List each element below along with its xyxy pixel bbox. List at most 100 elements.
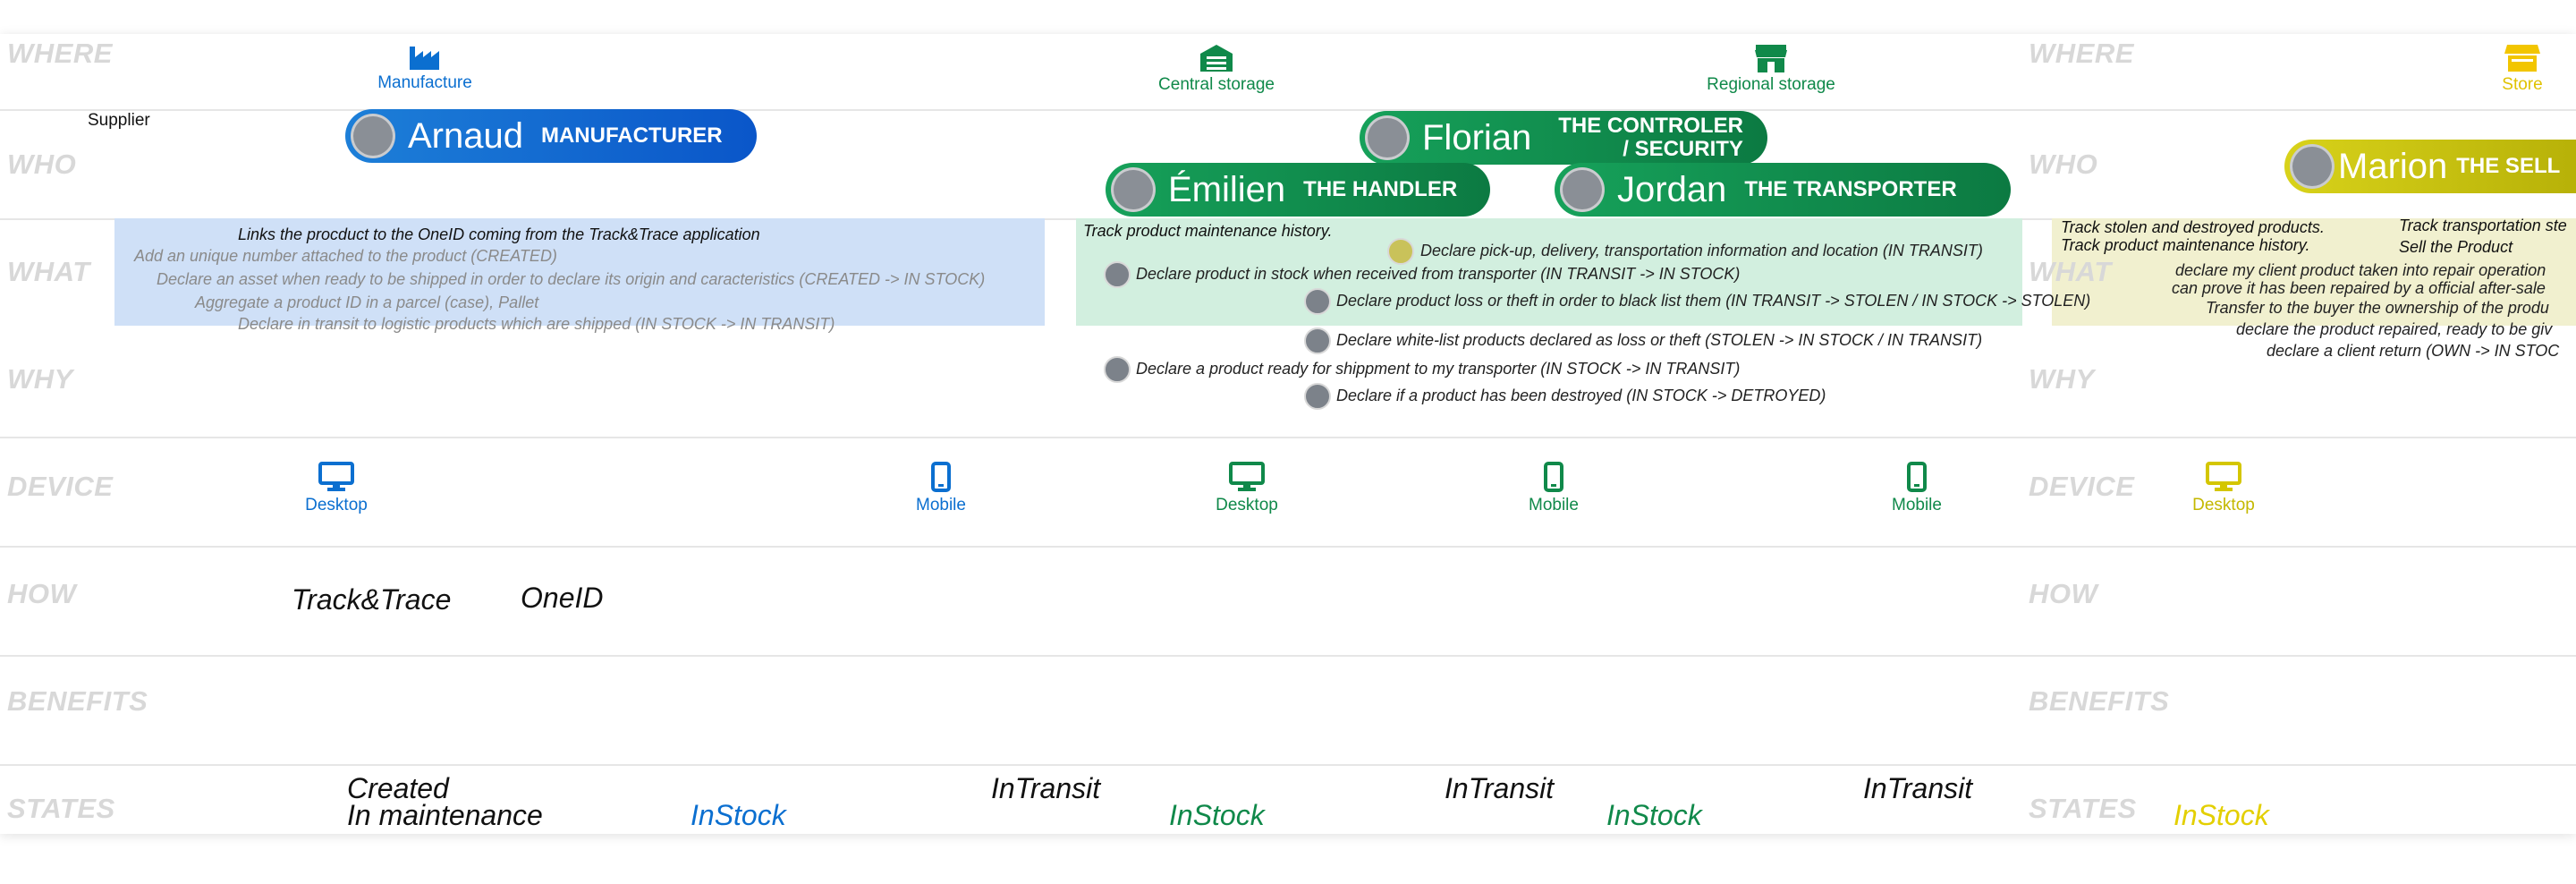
persona-role: THE CONTROLER / SECURITY [1558,115,1743,161]
what-item: Declare pick-up, delivery, transportatio… [1420,242,1983,259]
state-instock: InStock [2174,799,2269,831]
device-label: Desktop [1216,496,1278,514]
state-intransit: InTransit [1863,772,1973,804]
device-label: Mobile [916,496,966,514]
avatar [1387,238,1414,265]
row-divider [0,109,2576,111]
location-central-storage: Central storage [1145,43,1288,95]
why-item: Declare if a product has been destroyed … [1336,387,1826,404]
state-in-maintenance: In maintenance [347,799,543,831]
avatar [351,114,395,158]
mobile-icon [931,462,951,492]
what-item: Declare product in stock when received f… [1136,265,1741,283]
store-icon [2504,45,2540,72]
what-item: Track product maintenance history. [2061,236,2310,254]
what-item: Aggregate a product ID in a parcel (case… [195,293,539,311]
row-label-where: WHERE [2029,38,2134,69]
device-desktop: Desktop [292,462,381,515]
device-mobile: Mobile [1509,462,1598,515]
row-divider [0,437,2576,438]
location-label: Manufacture [377,73,472,92]
mobile-icon [1544,462,1563,492]
state-intransit: InTransit [1445,772,1555,804]
location-label: Central storage [1158,75,1275,94]
persona-name: Jordan [1617,169,1727,209]
state-instock: InStock [1169,799,1265,831]
persona-emilien: Émilien THE HANDLER [1106,163,1490,217]
row-label-why: WHY [2029,363,2095,395]
persona-florian: Florian THE CONTROLER / SECURITY [1360,111,1767,165]
what-item: Transfer to the buyer the ownership of t… [2206,299,2549,317]
persona-name: Florian [1422,117,1532,157]
what-item: Links the procduct to the OneID coming f… [238,225,760,243]
persona-jordan: Jordan THE TRANSPORTER [1555,163,2011,217]
device-desktop: Desktop [1202,462,1292,515]
state-instock: InStock [1606,799,1702,831]
location-label: Regional storage [1707,75,1835,94]
persona-role-line: / SECURITY [1623,137,1743,161]
why-item: Declare a product ready for shippment to… [1136,360,1741,378]
persona-role-line: THE CONTROLER [1558,114,1743,138]
what-item: Track transportation ste [2399,217,2567,234]
row-label-what: WHAT [2029,256,2112,287]
persona-name: Marion [2338,146,2448,186]
avatar [1560,167,1605,212]
persona-name: Émilien [1168,169,1286,209]
avatar [1104,261,1131,288]
factory-icon [410,47,439,70]
journey-board: WHERE WHO WHAT WHY DEVICE HOW BENEFITS S… [0,34,2576,834]
what-item: Track product maintenance history. [1083,222,1333,240]
persona-arnaud: Arnaud MANUFACTURER [345,109,757,163]
device-mobile: Mobile [896,462,986,515]
how-oneid: OneID [521,582,604,614]
what-item: Sell the Product [2399,238,2513,256]
row-label-who: WHO [2029,149,2098,180]
avatar [1365,115,1410,160]
row-label-device: DEVICE [7,471,114,502]
row-label-how: HOW [7,578,77,609]
persona-role: THE TRANSPORTER [1744,177,1957,201]
state-created: Created [347,772,449,804]
device-label: Mobile [1892,496,1942,514]
row-label-states: STATES [2029,793,2137,824]
desktop-icon [1229,462,1265,491]
what-item: declare my client product taken into rep… [2175,261,2546,279]
persona-role: MANUFACTURER [540,123,723,148]
device-label: Desktop [2192,496,2255,514]
what-item: Declare product loss or theft in order t… [1336,292,2091,310]
persona-role: THE HANDLER [1303,177,1458,201]
what-item: can prove it has been repaired by a offi… [2172,279,2546,297]
what-item: Track stolen and destroyed products. [2061,218,2325,236]
what-zone-seller [2052,218,2576,326]
persona-role: THE SELL [2456,154,2561,178]
avatar [1304,327,1331,354]
why-item: Declare white-list products declared as … [1336,331,1983,349]
what-zone-manufacturer [114,218,1045,326]
persona-name: Arnaud [408,115,523,156]
avatar [1304,288,1331,315]
what-item: declare the product repaired, ready to b… [2236,320,2553,338]
device-desktop: Desktop [2179,462,2268,515]
location-manufacture: Manufacture [367,43,483,93]
row-label-where: WHERE [7,38,113,69]
what-item: declare a client return (OWN -> IN STOC [2267,342,2560,360]
row-divider [0,655,2576,657]
state-instock: InStock [691,799,786,831]
row-label-how: HOW [2029,578,2098,609]
state-intransit: InTransit [991,772,1101,804]
row-label-who: WHO [7,149,77,180]
device-label: Mobile [1529,496,1579,514]
what-item: Declare in transit to logistic products … [238,315,835,333]
mobile-icon [1907,462,1927,492]
warehouse-icon [1200,45,1233,72]
desktop-icon [2206,462,2241,491]
avatar [1111,167,1156,212]
avatar [2290,144,2334,189]
persona-marion: Marion THE SELL [2284,140,2576,193]
row-divider [0,764,2576,766]
device-mobile: Mobile [1872,462,1962,515]
row-label-benefits: BENEFITS [2029,685,2170,717]
avatar [1304,383,1331,410]
location-store: Store [2487,43,2558,95]
row-label-states: STATES [7,793,115,824]
